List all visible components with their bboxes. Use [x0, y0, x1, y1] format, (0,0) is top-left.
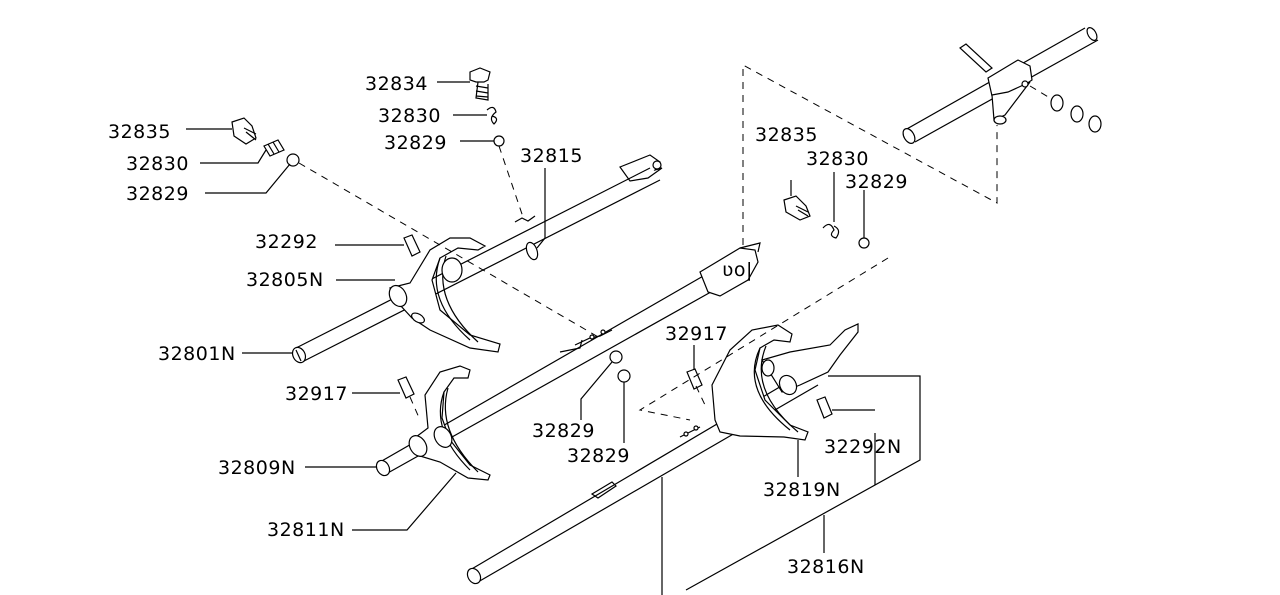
- detent-plug-left: [231, 117, 300, 167]
- label-32830-left[interactable]: 32830: [126, 153, 189, 175]
- select-rod: [902, 27, 1102, 144]
- detent-ball-a: [609, 350, 623, 364]
- label-32811N[interactable]: 32811N: [267, 519, 345, 541]
- leader-lines: [186, 81, 921, 595]
- detent-plug-right: [783, 195, 870, 249]
- label-32829-top[interactable]: 32829: [384, 132, 447, 154]
- detent-ball-b: [617, 369, 631, 383]
- label-32801N[interactable]: 32801N: [158, 343, 236, 365]
- shift-fork-32805N: [388, 234, 501, 353]
- label-32835-left[interactable]: 32835: [108, 121, 171, 143]
- label-32834[interactable]: 32834: [365, 73, 428, 95]
- label-32835-right[interactable]: 32835: [755, 124, 818, 146]
- label-32816N[interactable]: 32816N: [787, 556, 865, 578]
- shift-fork-32819N: [686, 323, 859, 441]
- label-32815[interactable]: 32815: [520, 145, 583, 167]
- label-32829-left[interactable]: 32829: [126, 183, 189, 205]
- alignment-lines: [298, 64, 998, 421]
- label-32829-mid-a[interactable]: 32829: [532, 420, 595, 442]
- shift-fork-32811N: [397, 365, 491, 481]
- label-32830-top[interactable]: 32830: [378, 105, 441, 127]
- label-32917-left[interactable]: 32917: [285, 383, 348, 405]
- label-32819N[interactable]: 32819N: [763, 479, 841, 501]
- label-32829-mid-b[interactable]: 32829: [567, 445, 630, 467]
- label-32805N[interactable]: 32805N: [246, 269, 324, 291]
- label-32292[interactable]: 32292: [255, 231, 318, 253]
- shift-rod-upper: [291, 154, 663, 364]
- label-32917-right[interactable]: 32917: [665, 323, 728, 345]
- label-32292N[interactable]: 32292N: [824, 436, 902, 458]
- rod-stamp: ʋo|: [722, 259, 753, 281]
- detent-bolt-top: [469, 67, 505, 147]
- label-32829-right[interactable]: 32829: [845, 171, 908, 193]
- label-32809N[interactable]: 32809N: [218, 457, 296, 479]
- label-32830-right[interactable]: 32830: [806, 148, 869, 170]
- part-labels: 32834 32830 32829 32835 32830 32829 3281…: [108, 73, 908, 578]
